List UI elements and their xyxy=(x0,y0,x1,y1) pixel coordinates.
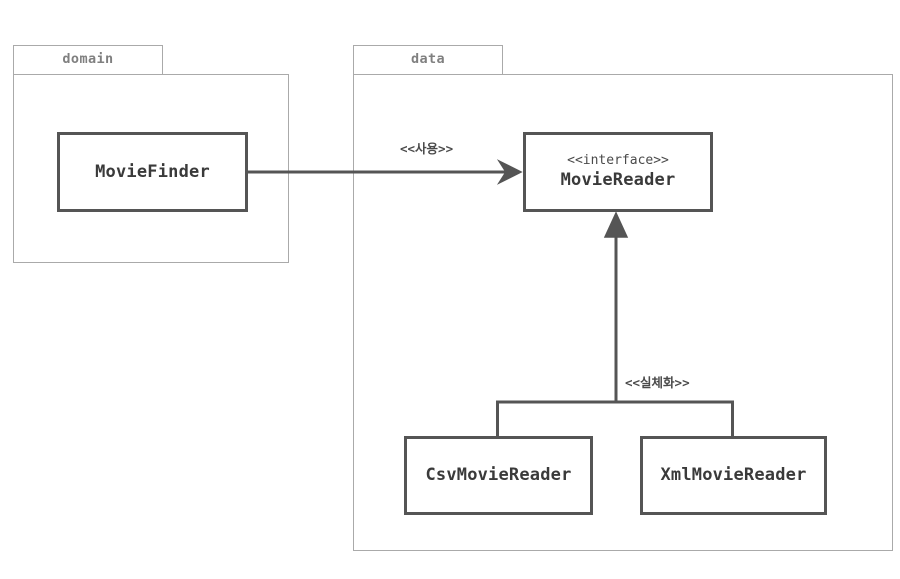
package-tab-domain: domain xyxy=(13,45,163,74)
package-label-domain: domain xyxy=(62,51,114,68)
class-stereotype-movie-reader: <<interface>> xyxy=(567,152,669,168)
edge-label-use: <<사용>> xyxy=(400,141,454,156)
edge-label-realization: <<실체화>> xyxy=(625,375,690,390)
class-box-csv-movie-reader[interactable]: CsvMovieReader xyxy=(404,436,593,515)
class-box-movie-reader[interactable]: <<interface>> MovieReader xyxy=(523,132,713,212)
package-label-data: data xyxy=(410,51,446,68)
class-box-movie-finder[interactable]: MovieFinder xyxy=(57,132,248,212)
class-name-xml-movie-reader: XmlMovieReader xyxy=(660,465,807,486)
class-name-movie-finder: MovieFinder xyxy=(95,161,210,182)
class-name-csv-movie-reader: CsvMovieReader xyxy=(425,465,572,486)
class-box-xml-movie-reader[interactable]: XmlMovieReader xyxy=(640,436,827,515)
class-name-movie-reader: MovieReader xyxy=(560,170,676,191)
package-tab-data: data xyxy=(353,45,503,74)
